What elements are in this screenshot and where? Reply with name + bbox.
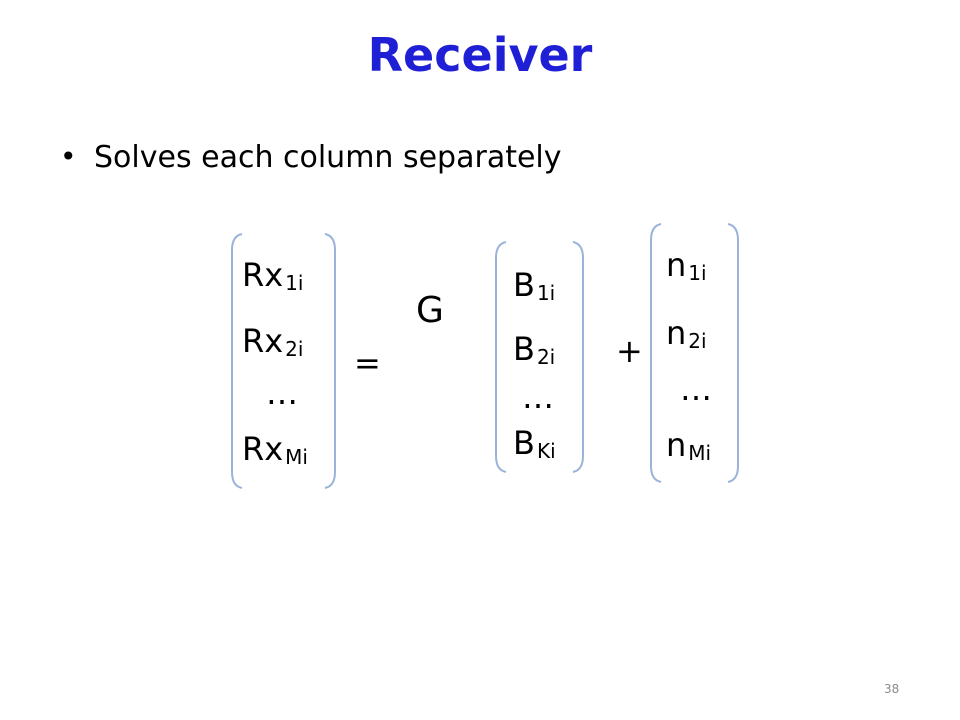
n-right-bracket <box>727 223 739 483</box>
lhs-right-bracket <box>324 233 336 489</box>
slide-title: Receiver <box>367 28 593 82</box>
n-ellipsis: … <box>680 370 712 408</box>
b-left-bracket <box>495 241 507 473</box>
n-left-bracket <box>650 223 662 483</box>
bullet-text: Solves each column separately <box>94 140 562 175</box>
matrix-g: G <box>416 290 444 331</box>
plus-sign: + <box>616 332 643 370</box>
lhs-left-bracket <box>231 233 243 489</box>
page-number: 38 <box>884 682 900 696</box>
lhs-ellipsis: … <box>266 374 298 412</box>
b-right-bracket <box>572 241 584 473</box>
b-ellipsis: … <box>522 378 554 416</box>
bullet-dot-icon: • <box>60 140 77 173</box>
equals-sign: = <box>354 344 381 382</box>
